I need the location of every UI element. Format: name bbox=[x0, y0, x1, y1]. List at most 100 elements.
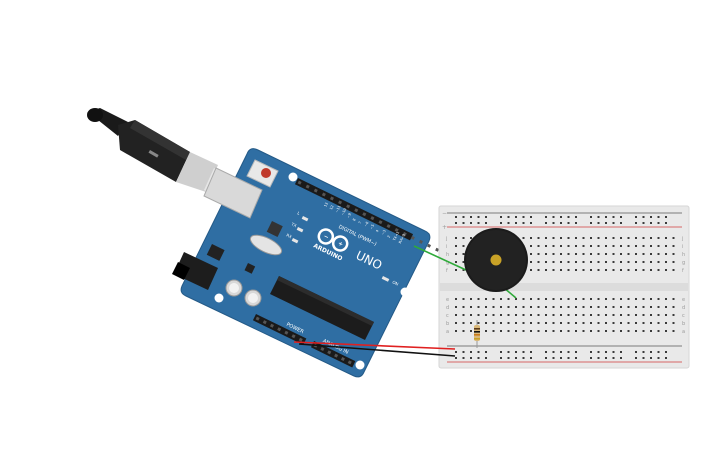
rail-hole[interactable] bbox=[545, 222, 547, 224]
terminal-hole[interactable] bbox=[650, 314, 652, 316]
terminal-hole[interactable] bbox=[657, 245, 660, 247]
terminal-hole[interactable] bbox=[455, 298, 457, 300]
terminal-hole[interactable] bbox=[515, 322, 517, 324]
resistor[interactable] bbox=[474, 320, 480, 348]
terminal-hole[interactable] bbox=[522, 314, 525, 316]
terminal-hole[interactable] bbox=[642, 245, 645, 247]
terminal-hole[interactable] bbox=[507, 298, 510, 300]
terminal-hole[interactable] bbox=[635, 330, 637, 332]
rail-hole[interactable] bbox=[522, 216, 525, 218]
terminal-hole[interactable] bbox=[462, 298, 465, 300]
terminal-hole[interactable] bbox=[582, 314, 585, 316]
terminal-hole[interactable] bbox=[642, 306, 645, 308]
breadboard-holes[interactable] bbox=[455, 216, 675, 359]
terminal-hole[interactable] bbox=[492, 298, 495, 300]
header-pin[interactable] bbox=[370, 216, 375, 221]
terminal-hole[interactable] bbox=[582, 269, 585, 271]
rail-hole[interactable] bbox=[605, 222, 607, 224]
terminal-hole[interactable] bbox=[627, 245, 630, 247]
terminal-hole[interactable] bbox=[642, 237, 645, 239]
terminal-hole[interactable] bbox=[545, 298, 547, 300]
terminal-hole[interactable] bbox=[575, 253, 577, 255]
terminal-hole[interactable] bbox=[575, 269, 577, 271]
terminal-hole[interactable] bbox=[470, 237, 472, 239]
terminal-hole[interactable] bbox=[657, 306, 660, 308]
rail-hole[interactable] bbox=[485, 357, 487, 359]
terminal-hole[interactable] bbox=[605, 261, 607, 263]
rail-hole[interactable] bbox=[590, 357, 592, 359]
terminal-hole[interactable] bbox=[672, 253, 675, 255]
terminal-hole[interactable] bbox=[635, 253, 637, 255]
header-pin[interactable] bbox=[402, 231, 407, 236]
terminal-hole[interactable] bbox=[635, 298, 637, 300]
terminal-hole[interactable] bbox=[657, 269, 660, 271]
terminal-hole[interactable] bbox=[515, 330, 517, 332]
terminal-hole[interactable] bbox=[537, 298, 540, 300]
rail-hole[interactable] bbox=[530, 357, 532, 359]
piezo-buzzer[interactable] bbox=[464, 228, 528, 292]
terminal-hole[interactable] bbox=[567, 269, 570, 271]
header-pin[interactable] bbox=[329, 196, 334, 201]
terminal-hole[interactable] bbox=[665, 245, 667, 247]
terminal-hole[interactable] bbox=[530, 261, 532, 263]
rail-hole[interactable] bbox=[665, 357, 667, 359]
terminal-hole[interactable] bbox=[477, 298, 480, 300]
terminal-hole[interactable] bbox=[650, 245, 652, 247]
terminal-hole[interactable] bbox=[567, 330, 570, 332]
terminal-hole[interactable] bbox=[635, 306, 637, 308]
terminal-hole[interactable] bbox=[567, 306, 570, 308]
rail-hole[interactable] bbox=[477, 357, 480, 359]
rail-hole[interactable] bbox=[612, 351, 615, 353]
rail-hole[interactable] bbox=[500, 222, 502, 224]
rail-hole[interactable] bbox=[470, 357, 472, 359]
terminal-hole[interactable] bbox=[560, 314, 562, 316]
rail-hole[interactable] bbox=[560, 357, 562, 359]
rail-hole[interactable] bbox=[590, 216, 592, 218]
terminal-hole[interactable] bbox=[590, 330, 592, 332]
header-pin[interactable] bbox=[410, 235, 415, 240]
terminal-hole[interactable] bbox=[590, 322, 592, 324]
terminal-hole[interactable] bbox=[560, 306, 562, 308]
terminal-hole[interactable] bbox=[530, 237, 532, 239]
rail-hole[interactable] bbox=[620, 222, 622, 224]
rail-hole[interactable] bbox=[455, 216, 457, 218]
arduino-uno-board[interactable]: − + ARDUINO UNO ON L TX RX DIGITAL (PWM~… bbox=[172, 148, 440, 378]
terminal-hole[interactable] bbox=[650, 298, 652, 300]
rail-hole[interactable] bbox=[462, 351, 465, 353]
terminal-hole[interactable] bbox=[597, 237, 600, 239]
rail-hole[interactable] bbox=[500, 357, 502, 359]
terminal-hole[interactable] bbox=[620, 237, 622, 239]
rail-hole[interactable] bbox=[545, 357, 547, 359]
black-wire[interactable] bbox=[298, 343, 456, 357]
terminal-hole[interactable] bbox=[455, 306, 457, 308]
terminal-hole[interactable] bbox=[567, 245, 570, 247]
terminal-hole[interactable] bbox=[530, 322, 532, 324]
rail-hole[interactable] bbox=[462, 357, 465, 359]
rail-hole[interactable] bbox=[515, 216, 517, 218]
terminal-hole[interactable] bbox=[605, 298, 607, 300]
header-pin[interactable] bbox=[262, 320, 267, 325]
terminal-hole[interactable] bbox=[552, 330, 555, 332]
terminal-hole[interactable] bbox=[582, 298, 585, 300]
terminal-hole[interactable] bbox=[582, 306, 585, 308]
terminal-hole[interactable] bbox=[462, 253, 465, 255]
terminal-hole[interactable] bbox=[552, 314, 555, 316]
terminal-hole[interactable] bbox=[522, 298, 525, 300]
terminal-hole[interactable] bbox=[635, 269, 637, 271]
terminal-hole[interactable] bbox=[627, 322, 630, 324]
terminal-hole[interactable] bbox=[575, 298, 577, 300]
terminal-hole[interactable] bbox=[597, 314, 600, 316]
header-pin[interactable] bbox=[347, 360, 352, 365]
terminal-hole[interactable] bbox=[635, 245, 637, 247]
terminal-hole[interactable] bbox=[537, 322, 540, 324]
rail-hole[interactable] bbox=[455, 351, 457, 353]
rail-hole[interactable] bbox=[590, 222, 592, 224]
terminal-hole[interactable] bbox=[522, 330, 525, 332]
terminal-hole[interactable] bbox=[612, 245, 615, 247]
terminal-hole[interactable] bbox=[492, 306, 495, 308]
rail-hole[interactable] bbox=[612, 357, 615, 359]
rail-hole[interactable] bbox=[477, 216, 480, 218]
terminal-hole[interactable] bbox=[620, 298, 622, 300]
terminal-hole[interactable] bbox=[537, 237, 540, 239]
